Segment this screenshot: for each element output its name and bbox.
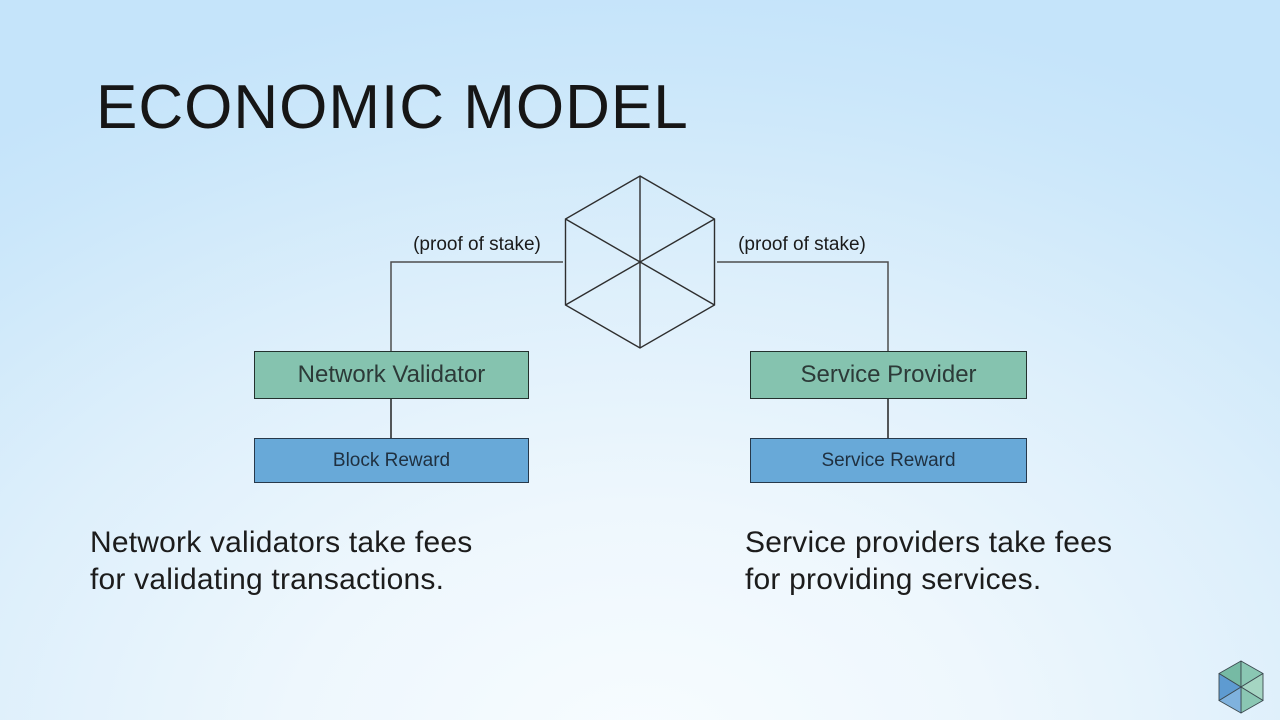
box-service-provider-label: Service Provider xyxy=(800,361,977,388)
box-block-reward: Block Reward xyxy=(254,438,529,483)
caption-right: Service providers take fees for providin… xyxy=(745,524,1112,598)
hexagon-logo-icon xyxy=(1218,660,1264,714)
pos-label-left: (proof of stake) xyxy=(413,234,541,255)
caption-right-line1: Service providers take fees xyxy=(745,526,1113,559)
wireframe-hexagon-icon xyxy=(564,175,716,349)
box-block-reward-label: Block Reward xyxy=(332,449,451,471)
box-network-validator-label: Network Validator xyxy=(297,361,486,388)
connector-left-elbow xyxy=(390,261,563,351)
caption-left-line2: for validating transactions. xyxy=(90,563,445,596)
box-service-reward-label: Service Reward xyxy=(821,449,956,471)
connector-lines xyxy=(390,261,889,438)
box-service-reward: Service Reward xyxy=(750,438,1027,483)
caption-right-line2: for providing services. xyxy=(745,563,1042,596)
pos-label-right: (proof of stake) xyxy=(738,234,866,255)
connector-right-elbow xyxy=(717,261,889,351)
caption-left-line1: Network validators take fees xyxy=(90,526,473,559)
logo-wedge-w xyxy=(1218,673,1242,701)
box-service-provider: Service Provider xyxy=(750,351,1027,399)
caption-left: Network validators take fees for validat… xyxy=(90,524,472,598)
page-title: ECONOMIC MODEL xyxy=(96,73,689,142)
box-network-validator: Network Validator xyxy=(254,351,529,399)
